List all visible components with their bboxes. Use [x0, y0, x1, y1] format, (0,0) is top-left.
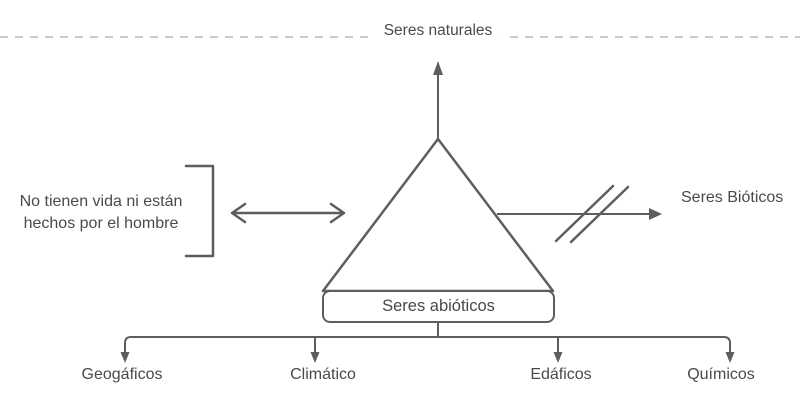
label-seres-bioticos: Seres Bióticos [681, 189, 784, 206]
bottom-connector-lines [124, 322, 731, 354]
label-quimicos: Químicos [687, 366, 755, 383]
label-geogaficos: Geogáficos [81, 366, 163, 383]
arrow-up-head-icon [433, 61, 443, 75]
right-arrow-head-icon [649, 208, 662, 220]
abiotic-box-label: Seres abióticos [382, 297, 495, 315]
label-climatico: Climático [290, 366, 356, 383]
abiotic-box-node: Seres abióticos [322, 290, 555, 323]
label-edaficos: Edáficos [530, 366, 592, 383]
left-note-line1: No tienen vida ni están [19, 193, 183, 210]
diagram-title: Seres naturales [373, 22, 503, 40]
double-slash-icon [554, 184, 630, 244]
double-arrow-icon [230, 202, 346, 224]
left-note: No tienen vida ni están hechos por el ho… [8, 191, 194, 235]
left-note-line2: hechos por el hombre [23, 215, 179, 232]
arrow-down-head-3-icon [553, 352, 563, 363]
left-bracket-shape [184, 164, 215, 258]
arrow-down-head-4-icon [725, 352, 735, 363]
arrow-down-head-2-icon [310, 352, 320, 363]
arrow-down-head-1-icon [120, 352, 130, 363]
